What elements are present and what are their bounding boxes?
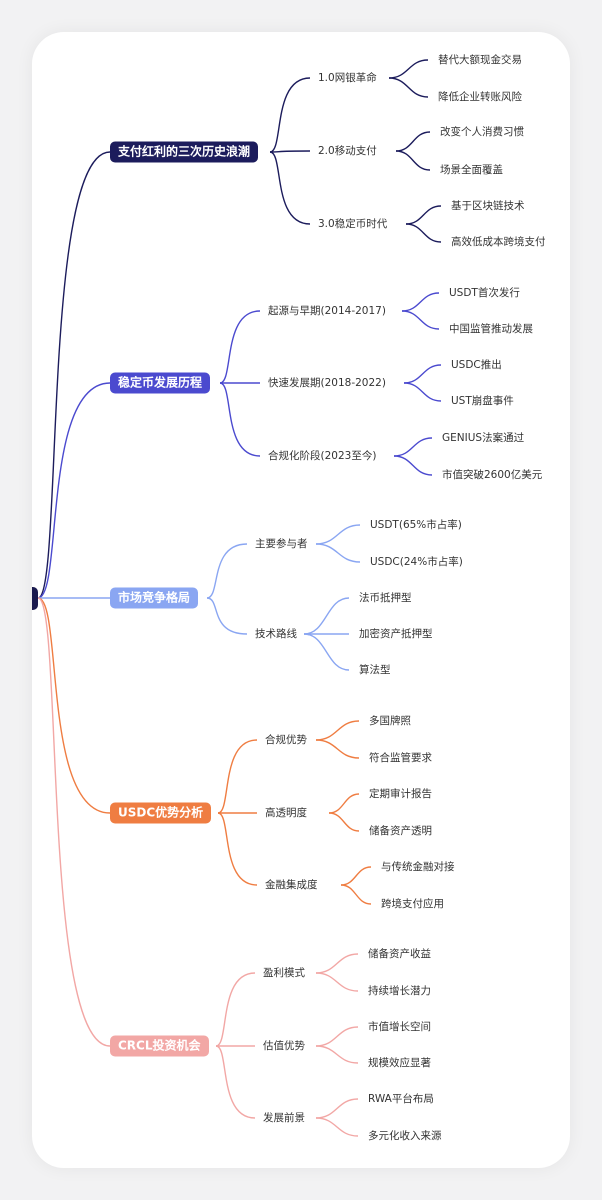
branch-topic-connector — [217, 739, 258, 814]
topic-leaf-connector — [393, 437, 433, 457]
branch-topic-connector — [215, 972, 256, 1047]
topic-node[interactable]: 盈利模式 — [263, 967, 305, 979]
topic-leaf-connector — [393, 455, 433, 476]
topic-node[interactable]: 技术路线 — [255, 628, 297, 640]
branch-topic-connector — [219, 310, 261, 384]
branch-topic-connector — [206, 543, 248, 599]
topic-node[interactable]: 金融集成度 — [265, 879, 318, 891]
leaf-node[interactable]: USDC(24%市占率) — [370, 556, 463, 568]
topic-leaf-connector — [401, 292, 440, 312]
topic-leaf-connector — [403, 364, 442, 384]
root-branch-connector — [37, 597, 111, 814]
leaf-node[interactable]: 多元化收入来源 — [368, 1130, 442, 1142]
topic-leaf-connector — [303, 633, 350, 671]
leaf-node[interactable]: 定期审计报告 — [369, 788, 432, 800]
topic-node[interactable]: 主要参与者 — [255, 538, 308, 550]
leaf-node[interactable]: 场景全面覆盖 — [440, 164, 503, 176]
topic-leaf-connector — [395, 131, 431, 152]
branch-node[interactable]: CRCL投资机会 — [110, 1035, 209, 1057]
topic-leaf-connector — [315, 972, 359, 992]
branch-topic-connector — [217, 812, 258, 886]
leaf-node[interactable]: 改变个人消费习惯 — [440, 126, 524, 138]
topic-leaf-connector — [405, 205, 442, 225]
topic-leaf-connector — [315, 720, 360, 741]
leaf-node[interactable]: 跨境支付应用 — [381, 898, 444, 910]
topic-leaf-connector — [395, 150, 431, 171]
branch-node[interactable]: USDC优势分析 — [110, 802, 212, 824]
leaf-node[interactable]: 持续增长潜力 — [368, 985, 431, 997]
leaf-node[interactable]: USDT首次发行 — [449, 287, 520, 299]
topic-leaf-connector — [315, 524, 361, 545]
topic-leaf-connector — [303, 597, 350, 635]
root-node[interactable] — [32, 587, 38, 610]
topic-leaf-connector — [328, 812, 360, 832]
leaf-node[interactable]: 法币抵押型 — [359, 592, 412, 604]
branch-node[interactable]: 支付红利的三次历史浪潮 — [110, 141, 259, 163]
topic-leaf-connector — [388, 59, 429, 79]
topic-node[interactable]: 1.0网银革命 — [318, 72, 377, 84]
topic-node[interactable]: 高透明度 — [265, 807, 307, 819]
leaf-node[interactable]: 与传统金融对接 — [381, 861, 455, 873]
leaf-node[interactable]: 高效低成本跨境支付 — [451, 236, 546, 248]
leaf-node[interactable]: RWA平台布局 — [368, 1093, 434, 1105]
branch-topic-connector — [206, 597, 248, 635]
topic-leaf-connector — [328, 793, 360, 814]
topic-leaf-connector — [403, 382, 442, 402]
topic-leaf-connector — [315, 953, 359, 974]
leaf-node[interactable]: 储备资产收益 — [368, 948, 431, 960]
branch-topic-connector — [215, 1045, 256, 1119]
leaf-node[interactable]: 符合监管要求 — [369, 752, 432, 764]
topic-leaf-connector — [405, 223, 442, 243]
leaf-node[interactable]: 基于区块链技术 — [451, 200, 525, 212]
topic-node[interactable]: 合规化阶段(2023至今) — [268, 450, 377, 462]
topic-leaf-connector — [401, 310, 440, 330]
leaf-node[interactable]: 多国牌照 — [369, 715, 411, 727]
leaf-node[interactable]: 规模效应显著 — [368, 1057, 431, 1069]
topic-node[interactable]: 起源与早期(2014-2017) — [268, 305, 386, 317]
topic-leaf-connector — [315, 1026, 359, 1047]
leaf-node[interactable]: USDC推出 — [451, 359, 502, 371]
leaf-node[interactable]: USDT(65%市占率) — [370, 519, 462, 531]
topic-leaf-connector — [315, 1045, 359, 1064]
topic-node[interactable]: 估值优势 — [263, 1040, 305, 1052]
branch-topic-connector — [269, 151, 311, 225]
topic-node[interactable]: 快速发展期(2018-2022) — [268, 377, 386, 389]
topic-node[interactable]: 2.0移动支付 — [318, 145, 377, 157]
topic-leaf-connector — [315, 1098, 359, 1119]
leaf-node[interactable]: UST崩盘事件 — [451, 395, 514, 407]
topic-node[interactable]: 合规优势 — [265, 734, 307, 746]
leaf-node[interactable]: 算法型 — [359, 664, 391, 676]
topic-leaf-connector — [315, 1117, 359, 1137]
topic-node[interactable]: 发展前景 — [263, 1112, 305, 1124]
topic-leaf-connector — [315, 543, 361, 563]
leaf-node[interactable]: 市值突破2600亿美元 — [442, 469, 543, 481]
topic-leaf-connector — [388, 77, 429, 98]
leaf-node[interactable]: 降低企业转账风险 — [438, 91, 522, 103]
leaf-node[interactable]: 储备资产透明 — [369, 825, 432, 837]
root-branch-connector — [37, 151, 111, 599]
leaf-node[interactable]: 中国监管推动发展 — [449, 323, 533, 335]
topic-leaf-connector — [340, 866, 372, 886]
leaf-node[interactable]: GENIUS法案通过 — [442, 432, 525, 444]
branch-topic-connector — [219, 382, 261, 457]
branch-topic-connector — [269, 77, 311, 153]
leaf-node[interactable]: 替代大额现金交易 — [438, 54, 522, 66]
branch-topic-connector — [269, 150, 311, 153]
leaf-node[interactable]: 加密资产抵押型 — [359, 628, 433, 640]
topic-node[interactable]: 3.0稳定币时代 — [318, 218, 388, 230]
branch-node[interactable]: 市场竞争格局 — [110, 587, 199, 609]
topic-leaf-connector — [340, 884, 372, 905]
root-branch-connector — [37, 382, 111, 599]
root-branch-connector — [37, 597, 111, 1047]
leaf-node[interactable]: 市值增长空间 — [368, 1021, 431, 1033]
branch-node[interactable]: 稳定币发展历程 — [110, 372, 211, 394]
topic-leaf-connector — [315, 739, 360, 759]
